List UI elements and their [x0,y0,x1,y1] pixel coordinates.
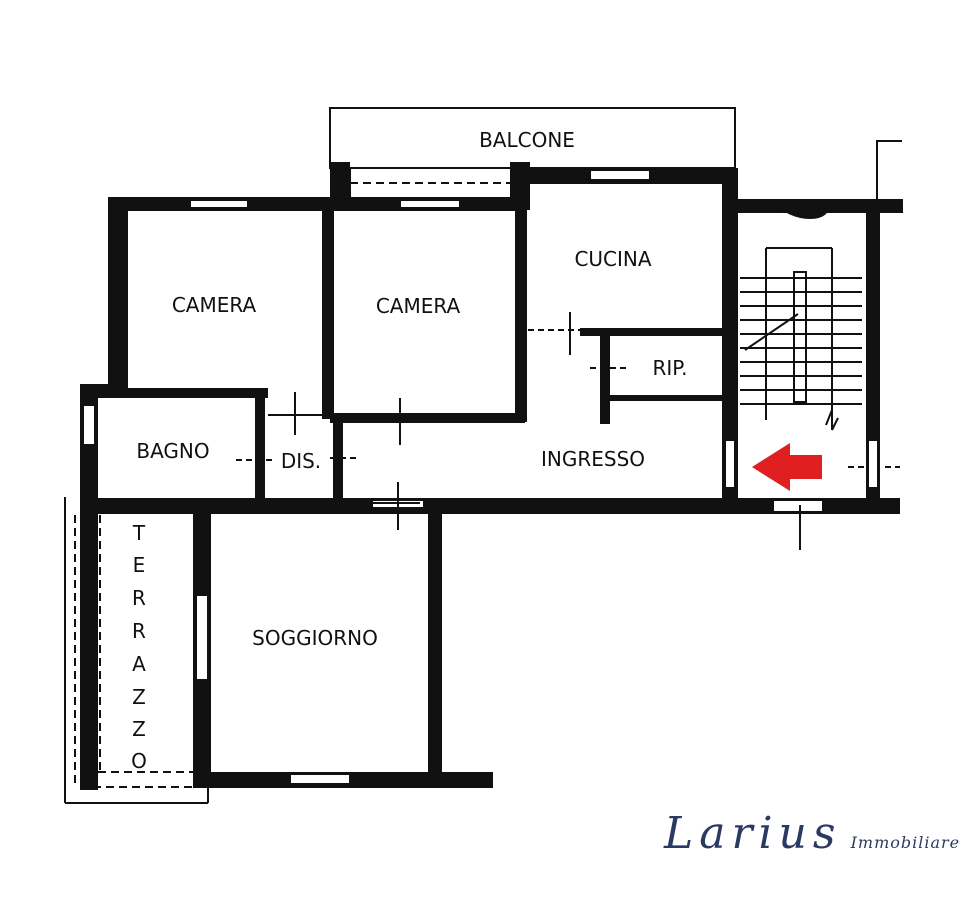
staircase-icon [740,199,862,431]
terrazzo-letter: E [133,553,146,577]
room-label-terrazzo: T E R R A Z Z O [131,521,147,773]
room-label-cucina: CUCINA [574,247,651,271]
room-label-soggiorno: SOGGIORNO [252,626,378,650]
terrazzo-area [64,497,209,804]
logo-name: Larius [664,808,842,859]
room-label-balcone: BALCONE [479,128,575,152]
larius-logo: Larius Immobiliare [664,808,960,859]
room-label-camera-right: CAMERA [376,294,461,318]
room-label-disimpegno: DIS. [281,449,321,473]
logo-subtitle: Immobiliare [850,833,961,852]
balcone-area [329,107,736,200]
room-label-bagno: BAGNO [136,439,209,463]
room-label-camera-left: CAMERA [172,293,257,317]
terrazzo-letter: Z [132,685,146,709]
terrazzo-letter: R [132,586,146,610]
terrazzo-letter: T [132,521,146,545]
doors [236,312,900,550]
room-label-ripostiglio: RIP. [652,356,687,380]
windows [82,169,879,785]
terrazzo-letter: R [132,619,146,643]
terrazzo-letter: O [131,749,147,773]
entrance-arrow-icon [752,443,822,491]
terrazzo-letter: Z [132,717,146,741]
terrazzo-letter: A [132,652,146,676]
room-label-ingresso: INGRESSO [541,447,645,471]
